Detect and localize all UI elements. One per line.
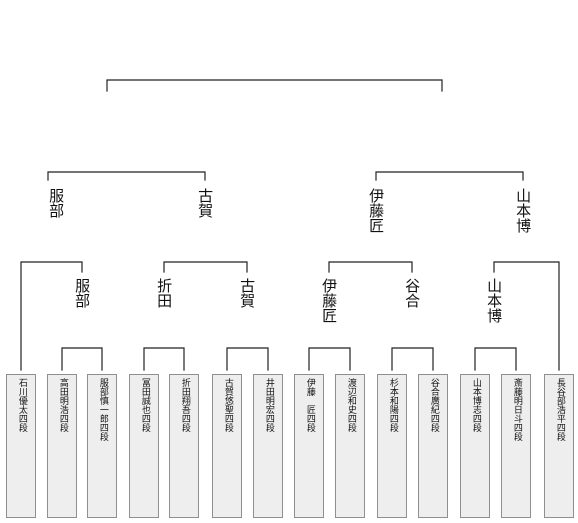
- winner-label-qf-1: 服部: [70, 278, 94, 308]
- bracket-line-r1-1: [61, 347, 103, 371]
- player-box: 古賀悠聖四段: [212, 374, 242, 518]
- player-box: 石川優太四段: [6, 374, 36, 518]
- player-box: 折田翔吾四段: [169, 374, 199, 518]
- bracket-line-r1-5: [391, 347, 434, 371]
- winner-name: 服部: [47, 188, 66, 218]
- player-box: 長谷部浩平四段: [544, 374, 574, 518]
- player-name: 高田明浩四段: [57, 378, 68, 432]
- player-name: 山本博志四段: [470, 378, 481, 432]
- winner-label-qf-2: 折田: [152, 278, 176, 308]
- player-box: 冨田誠也四段: [129, 374, 159, 518]
- winner-label-qf-6: 山本博: [482, 278, 506, 323]
- player-name: 石川優太四段: [16, 378, 27, 432]
- winner-label-qf-4: 伊藤匠: [317, 278, 341, 323]
- winner-name: 山本博: [514, 188, 533, 233]
- player-box: 高田明浩四段: [47, 374, 77, 518]
- player-box: 伊藤 匠四段: [294, 374, 324, 518]
- winner-label-qf-3: 古賀: [235, 278, 259, 308]
- bracket-line-r1-4: [308, 347, 351, 371]
- player-box: 井田明宏四段: [253, 374, 283, 518]
- bracket-line-r1-3: [226, 347, 269, 371]
- winner-label-semi-2: 古賀: [193, 188, 217, 218]
- player-box: 谷合廣紀四段: [418, 374, 448, 518]
- player-box: 斎藤明日斗四段: [501, 374, 531, 518]
- winner-name: 山本博: [485, 278, 504, 323]
- winner-name: 古賀: [238, 278, 257, 308]
- bracket-line-semi-left: [47, 171, 206, 181]
- player-box: 山本博志四段: [460, 374, 490, 518]
- player-name: 渡辺和史四段: [345, 378, 356, 432]
- player-name: 伊藤 匠四段: [304, 378, 315, 432]
- bracket-line-qf-4: [493, 261, 560, 371]
- winner-name: 古賀: [196, 188, 215, 218]
- player-name: 服部慎一郎四段: [97, 378, 108, 441]
- bracket-line-qf-3: [328, 261, 413, 273]
- player-name: 杉本和陽四段: [387, 378, 398, 432]
- winner-label-semi-4: 山本博: [511, 188, 535, 233]
- winner-label-semi-3: 伊藤匠: [364, 188, 388, 233]
- bracket-line-final: [106, 79, 443, 92]
- player-name: 折田翔吾四段: [179, 378, 190, 432]
- bracket-line-r1-6: [474, 347, 517, 371]
- player-name: 斎藤明日斗四段: [511, 378, 522, 441]
- bracket-line-qf-1: [20, 261, 83, 371]
- player-name: 井田明宏四段: [263, 378, 274, 432]
- winner-name: 折田: [155, 278, 174, 308]
- player-name: 谷合廣紀四段: [428, 378, 439, 432]
- bracket-line-semi-right: [375, 171, 524, 181]
- player-name: 古賀悠聖四段: [222, 378, 233, 432]
- player-box: 杉本和陽四段: [377, 374, 407, 518]
- bracket-line-qf-2: [163, 261, 248, 273]
- player-name: 冨田誠也四段: [139, 378, 150, 432]
- winner-name: 服部: [73, 278, 92, 308]
- player-box: 渡辺和史四段: [335, 374, 365, 518]
- winner-name: 谷合: [403, 278, 422, 308]
- winner-name: 伊藤匠: [320, 278, 339, 323]
- winner-label-semi-1: 服部: [44, 188, 68, 218]
- player-box: 服部慎一郎四段: [87, 374, 117, 518]
- winner-label-qf-5: 谷合: [400, 278, 424, 308]
- bracket-line-r1-2: [143, 347, 185, 371]
- player-name: 長谷部浩平四段: [554, 378, 565, 441]
- winner-name: 伊藤匠: [367, 188, 386, 233]
